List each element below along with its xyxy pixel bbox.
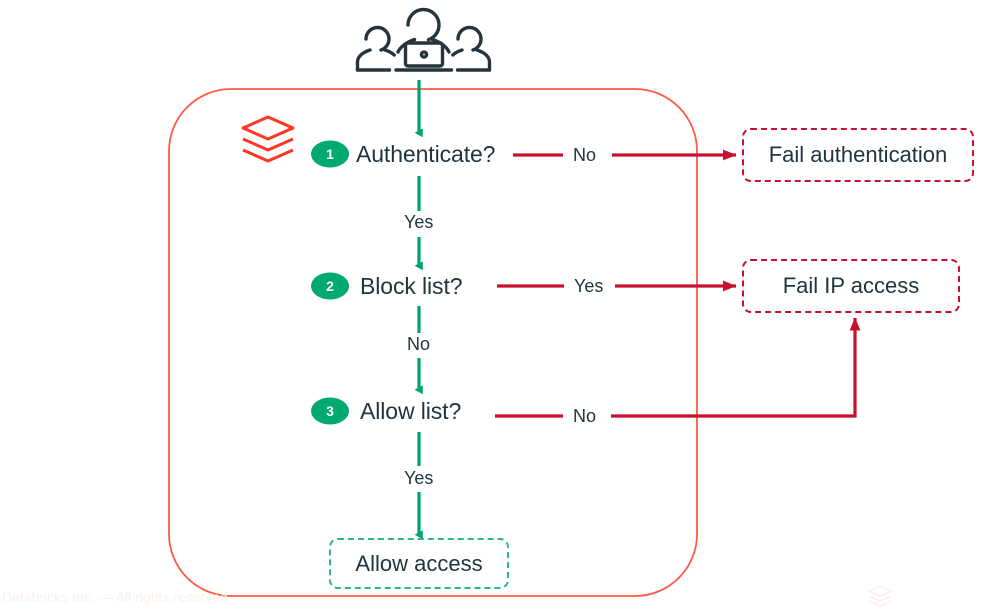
terminal-allow-access[interactable]: Allow access <box>329 538 509 589</box>
edge-label-allowlist-yes: Yes <box>397 468 441 489</box>
databricks-logo-icon <box>241 115 295 163</box>
edge-label-blocklist-yes: Yes <box>567 276 611 297</box>
decision-block-list-label[interactable]: Block list? <box>360 273 463 299</box>
edge-allowlist-no-b <box>611 317 861 418</box>
terminal-fail-authentication[interactable]: Fail authentication <box>742 128 974 182</box>
people-laptop-icon <box>355 7 492 72</box>
edge-label-blocklist-no: No <box>400 334 438 355</box>
step-badge-3-number: 3 <box>326 403 334 419</box>
step-badge-3 <box>311 397 349 425</box>
step-badge-2-number: 2 <box>326 278 334 294</box>
decision-allow-list-label[interactable]: Allow list? <box>360 398 462 424</box>
step-badge-2 <box>311 272 349 300</box>
step-badge-1 <box>311 140 349 168</box>
workspace-container-outline <box>168 88 698 597</box>
watermark-copyright: Databricks Inc. — All rights reserved <box>2 589 228 605</box>
step-badge-1-number: 1 <box>326 146 334 162</box>
edge-label-allowlist-no: No <box>566 406 604 427</box>
terminal-fail-ip-access[interactable]: Fail IP access <box>742 259 960 313</box>
decision-authenticate-label[interactable]: Authenticate? <box>356 141 496 167</box>
watermark-databricks-logo-icon <box>868 585 892 607</box>
edge-label-authenticate-no: No <box>566 145 604 166</box>
edge-label-authenticate-yes: Yes <box>397 212 441 233</box>
